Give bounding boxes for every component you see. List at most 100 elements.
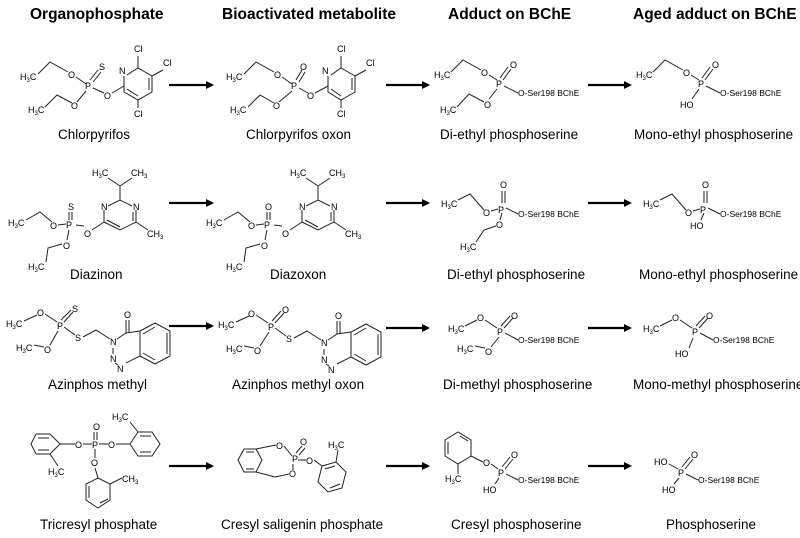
svg-text:O: O <box>702 180 709 190</box>
name-dimethyl-phosphoserine: Di-methyl phosphoserine <box>443 377 593 392</box>
svg-text:O-Ser198 BChE: O-Ser198 BChE <box>720 88 782 98</box>
svg-text:P: P <box>498 468 504 478</box>
svg-text:O-Ser198 BChE: O-Ser198 BChE <box>720 209 782 219</box>
svg-text:H3C: H3C <box>112 412 129 424</box>
structure-diethyl-phosphoserine-1: H3C O P O H3C O O-Ser198 BChE <box>434 59 580 117</box>
svg-text:N: N <box>117 364 124 374</box>
name-diethyl-phosphoserine-1: Di-ethyl phosphoserine <box>440 127 579 142</box>
svg-text:P: P <box>678 468 684 478</box>
svg-text:P: P <box>268 322 274 332</box>
svg-text:N: N <box>110 337 117 347</box>
svg-text:O: O <box>50 221 57 231</box>
svg-text:HO: HO <box>680 100 694 110</box>
svg-text:O: O <box>276 441 283 451</box>
svg-text:N: N <box>322 66 329 76</box>
svg-text:H3C: H3C <box>457 344 474 356</box>
svg-text:O: O <box>108 440 115 450</box>
name-chlorpyrifos-oxon: Chlorpyrifos oxon <box>246 127 352 142</box>
svg-text:HO: HO <box>654 457 668 467</box>
svg-text:O: O <box>300 62 307 72</box>
svg-text:H3C: H3C <box>643 199 660 211</box>
svg-text:Cl: Cl <box>366 58 375 68</box>
svg-text:CH3: CH3 <box>345 229 362 241</box>
svg-text:P: P <box>698 79 704 89</box>
svg-text:O: O <box>91 458 98 468</box>
structure-diazinon: H3C O P S O O H3C N N H3C CH3 CH3 <box>8 168 164 274</box>
name-azinphos-methyl-oxon: Azinphos methyl oxon <box>232 377 365 392</box>
structure-azinphos-methyl-oxon: H3C O P O H3C O S N O N N <box>218 305 382 375</box>
svg-text:N: N <box>321 338 328 348</box>
svg-text:O-Ser198 BChE: O-Ser198 BChE <box>518 209 580 219</box>
svg-text:CH3: CH3 <box>122 474 139 486</box>
svg-text:P: P <box>700 205 706 215</box>
structure-azinphos-methyl: H3C O P S H3C O S N O N N <box>6 304 171 374</box>
svg-text:O: O <box>306 456 313 466</box>
svg-text:O: O <box>261 241 268 251</box>
svg-text:O: O <box>71 101 78 111</box>
svg-text:H3C: H3C <box>643 324 660 336</box>
svg-text:S: S <box>286 334 292 344</box>
structure-phosphoserine: HO P O O-Ser198 BChE HO <box>654 450 760 495</box>
svg-text:S: S <box>68 202 74 212</box>
svg-text:P: P <box>498 205 504 215</box>
svg-text:O: O <box>282 229 289 239</box>
svg-text:N: N <box>110 354 117 364</box>
svg-text:O: O <box>307 91 314 101</box>
header-adduct: Adduct on BChE <box>448 6 572 23</box>
svg-text:CH3: CH3 <box>147 229 164 241</box>
svg-text:O: O <box>63 241 70 251</box>
svg-text:H3C: H3C <box>20 72 37 84</box>
svg-text:O: O <box>706 311 713 321</box>
svg-text:O: O <box>84 229 91 239</box>
structure-chlorpyrifos-oxon: H3C O P O H3C O O N Cl Cl Cl <box>226 44 375 119</box>
svg-text:P: P <box>57 321 63 331</box>
svg-text:H3C: H3C <box>28 262 45 274</box>
svg-text:H3C: H3C <box>226 72 243 84</box>
name-cresyl-phosphoserine: Cresyl phosphoserine <box>451 517 582 532</box>
svg-text:O-Ser198 BChE: O-Ser198 BChE <box>713 335 775 345</box>
svg-text:H3C: H3C <box>328 440 345 452</box>
svg-text:O: O <box>483 458 490 468</box>
svg-text:O-Ser198 BChE: O-Ser198 BChE <box>518 475 580 485</box>
structure-dimethyl-phosphoserine: H3C O P O O-Ser198 BChE H3C O <box>448 311 580 357</box>
svg-text:O-Ser198 BChE: O-Ser198 BChE <box>698 475 760 485</box>
svg-text:H3C: H3C <box>92 168 109 180</box>
svg-text:H3C: H3C <box>230 105 247 117</box>
header-bioactivated-metabolite: Bioactivated metabolite <box>222 6 396 23</box>
svg-text:Cl: Cl <box>337 44 346 54</box>
svg-text:P: P <box>291 81 297 91</box>
name-monomethyl-phosphoserine: Mono-methyl phosphoserine <box>633 377 800 392</box>
structure-monoethyl-phosphoserine-1: H3C O P O HO O-Ser198 BChE <box>636 59 782 110</box>
name-monoethyl-phosphoserine-1: Mono-ethyl phosphoserine <box>634 127 794 142</box>
svg-text:O: O <box>300 437 307 447</box>
structure-diazoxon: H3C O P O O O H3C N N H3C CH3 CH3 <box>206 168 362 274</box>
svg-text:HO: HO <box>690 221 704 231</box>
svg-text:H3C: H3C <box>6 319 23 331</box>
svg-text:O: O <box>124 310 131 320</box>
svg-text:N: N <box>133 202 140 212</box>
svg-text:N: N <box>101 202 108 212</box>
svg-text:O: O <box>496 220 503 230</box>
svg-text:H3C: H3C <box>290 168 307 180</box>
header-aged-adduct: Aged adduct on BChE <box>633 6 797 23</box>
svg-text:P: P <box>497 327 503 337</box>
svg-text:O: O <box>254 346 261 356</box>
svg-text:O: O <box>672 313 679 323</box>
svg-text:N: N <box>299 202 306 212</box>
svg-text:N: N <box>328 365 335 375</box>
svg-text:O: O <box>712 60 719 70</box>
svg-text:CH3: CH3 <box>131 168 148 180</box>
svg-text:P: P <box>66 220 72 230</box>
svg-text:H3C: H3C <box>28 105 45 117</box>
arrows <box>169 81 632 470</box>
name-tricresyl-phosphate: Tricresyl phosphate <box>40 517 158 532</box>
svg-text:O: O <box>68 70 75 80</box>
svg-text:N: N <box>321 355 328 365</box>
svg-text:O: O <box>44 345 51 355</box>
svg-text:H3C: H3C <box>434 70 451 82</box>
svg-text:O-Ser198 BChE: O-Ser198 BChE <box>518 335 580 345</box>
svg-text:O: O <box>93 422 100 432</box>
svg-text:O: O <box>248 309 255 319</box>
name-diethyl-phosphoserine-2: Di-ethyl phosphoserine <box>447 267 586 282</box>
